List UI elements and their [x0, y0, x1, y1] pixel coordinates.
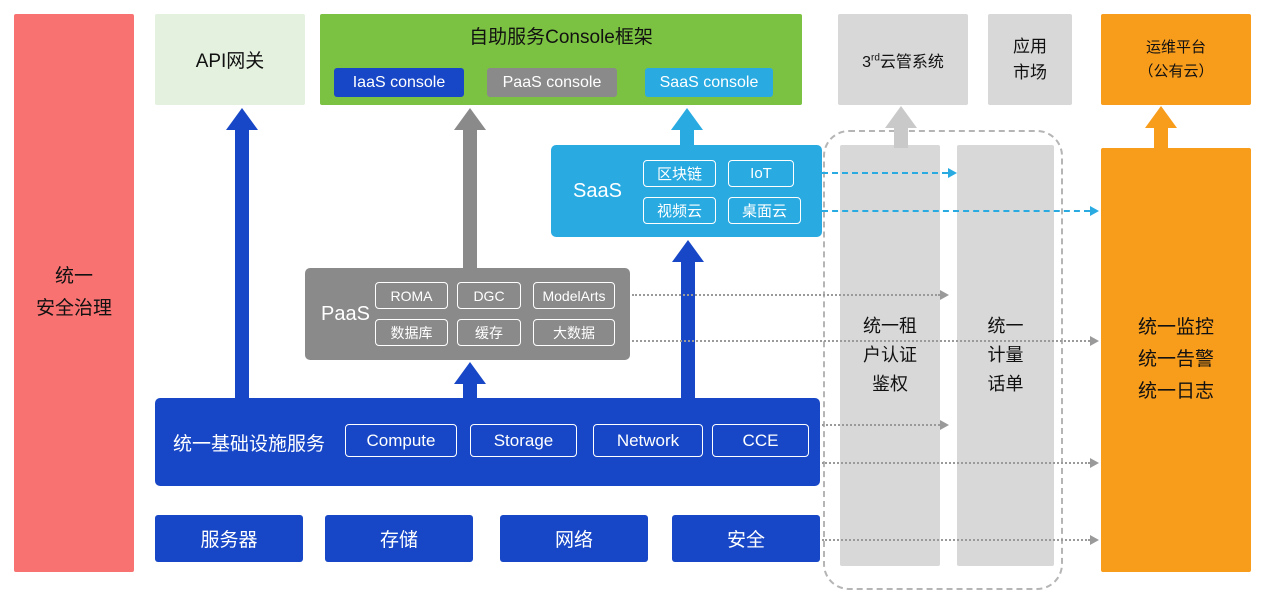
- line-arrowhead-icon: [940, 290, 949, 300]
- paas-item-database: 数据库: [375, 319, 448, 346]
- paas-item-modelarts: ModelArts: [533, 282, 615, 309]
- monitoring-bar: 统一监控 统一告警 统一日志: [1101, 148, 1251, 572]
- om-platform-box: 运维平台 （公有云）: [1101, 14, 1251, 105]
- third-party-sup: rd: [870, 52, 880, 64]
- dashed-line-saas-to-monitor-icon: [822, 206, 1099, 216]
- hardware-network-box: 网络: [500, 515, 648, 562]
- tenant-auth-line1: 统一租: [863, 316, 917, 337]
- hardware-security-box: 安全: [672, 515, 820, 562]
- dotted-line-infra-to-metering-icon: [822, 420, 949, 430]
- infra-item-compute: Compute: [345, 424, 457, 457]
- saas-item-desktop-cloud: 桌面云: [728, 197, 801, 224]
- iaas-console-chip: IaaS console: [334, 68, 464, 97]
- console-framework-title: 自助服务Console框架: [469, 27, 653, 48]
- saas-item-video-cloud: 视频云: [643, 197, 716, 224]
- arrow-head-icon: [226, 108, 258, 130]
- arrow-shaft: [235, 129, 249, 398]
- paas-item-dgc: DGC: [457, 282, 521, 309]
- app-market-box: 应用 市场: [988, 14, 1072, 105]
- app-market-line1: 应用: [1013, 37, 1047, 56]
- arrow-shaft: [463, 383, 477, 398]
- metering-line2: 计量: [987, 345, 1024, 366]
- tenant-auth-bar: 统一租 户认证 鉴权: [840, 145, 940, 566]
- arrow-shaft: [681, 261, 695, 398]
- saas-layer-box: SaaS 区块链 IoT 视频云 桌面云: [551, 145, 822, 237]
- infrastructure-layer-label: 统一基础设施服务: [173, 433, 326, 455]
- third-party-text: 云管系统: [879, 53, 944, 71]
- monitoring-line3: 统一日志: [1137, 381, 1214, 403]
- security-governance-line2: 安全治理: [35, 298, 112, 319]
- api-gateway-label: API网关: [195, 51, 265, 72]
- line-arrowhead-icon: [948, 168, 957, 178]
- om-platform-line1: 运维平台: [1145, 39, 1206, 57]
- dotted-line-hardware-to-monitor-icon: [822, 535, 1099, 545]
- up-arrow-infra-to-saas-icon: [672, 240, 704, 398]
- api-gateway-box: API网关: [155, 14, 305, 105]
- arrow-head-icon: [454, 108, 486, 130]
- monitoring-line2: 统一告警: [1137, 348, 1214, 370]
- paas-item-bigdata: 大数据: [533, 319, 615, 346]
- arrow-head-icon: [672, 240, 704, 262]
- arrow-head-icon: [671, 108, 703, 130]
- saas-item-blockchain: 区块链: [643, 160, 716, 187]
- arrow-shaft: [680, 129, 694, 145]
- dotted-line-infra-to-monitor-icon: [822, 458, 1099, 468]
- arrow-shaft: [894, 127, 908, 148]
- paas-layer-label: PaaS: [321, 302, 370, 325]
- app-market-line2: 市场: [1013, 62, 1047, 82]
- line-arrowhead-icon: [1090, 458, 1099, 468]
- console-framework-box: 自助服务Console框架 IaaS console PaaS console …: [320, 14, 802, 105]
- paas-console-chip: PaaS console: [487, 68, 617, 97]
- tenant-auth-line2: 户认证: [863, 345, 917, 366]
- arrow-head-icon: [454, 362, 486, 384]
- saas-item-iot: IoT: [728, 160, 794, 187]
- line-arrowhead-icon: [1090, 336, 1099, 346]
- line-arrowhead-icon: [1090, 206, 1099, 216]
- infrastructure-layer-box: 统一基础设施服务 Compute Storage Network CCE: [155, 398, 820, 486]
- line-arrowhead-icon: [1090, 535, 1099, 545]
- arrow-shaft: [1154, 127, 1168, 148]
- saas-layer-label: SaaS: [573, 179, 622, 202]
- dotted-line-paas-to-monitor-icon: [632, 336, 1099, 346]
- metering-bar: 统一 计量 话单: [957, 145, 1054, 566]
- infra-item-storage: Storage: [470, 424, 577, 457]
- tenant-auth-line3: 鉴权: [872, 373, 908, 394]
- paas-item-roma: ROMA: [375, 282, 448, 309]
- up-arrow-paas-to-console-icon: [454, 108, 486, 268]
- arrow-shaft: [463, 129, 477, 268]
- hardware-storage-box: 存储: [325, 515, 473, 562]
- up-arrow-shared-to-third-cloud-icon: [885, 106, 917, 148]
- up-arrow-saas-to-console-icon: [671, 108, 703, 145]
- infra-item-cce: CCE: [712, 424, 809, 457]
- third-party-num: 3: [862, 53, 871, 71]
- hardware-server-box: 服务器: [155, 515, 303, 562]
- security-governance-line1: 统一: [54, 265, 93, 287]
- line-arrowhead-icon: [940, 420, 949, 430]
- om-platform-line2: （公有云）: [1138, 62, 1214, 80]
- paas-layer-box: PaaS ROMA DGC ModelArts 数据库 缓存 大数据: [305, 268, 630, 360]
- saas-console-chip: SaaS console: [645, 68, 773, 97]
- up-arrow-infra-to-api-gateway-icon: [226, 108, 258, 398]
- arrow-head-icon: [1145, 106, 1177, 128]
- third-party-cloud-box: 3rd云管系统: [838, 14, 968, 105]
- dashed-line-saas-to-metering-icon: [822, 168, 957, 178]
- dotted-line-paas-to-metering-icon: [632, 290, 949, 300]
- monitoring-line1: 统一监控: [1137, 316, 1214, 338]
- third-party-cloud-label: 3rd云管系统: [862, 48, 944, 72]
- metering-line1: 统一: [987, 316, 1024, 337]
- arrow-head-icon: [885, 106, 917, 128]
- security-governance-bar: 统一 安全治理: [14, 14, 134, 572]
- shared-services-dashed-container: [823, 130, 1063, 590]
- metering-line3: 话单: [987, 373, 1024, 394]
- up-arrow-infra-to-paas-icon: [454, 362, 486, 398]
- paas-item-cache: 缓存: [457, 319, 521, 346]
- infra-item-network: Network: [593, 424, 703, 457]
- up-arrow-monitor-to-om-platform-icon: [1145, 106, 1177, 148]
